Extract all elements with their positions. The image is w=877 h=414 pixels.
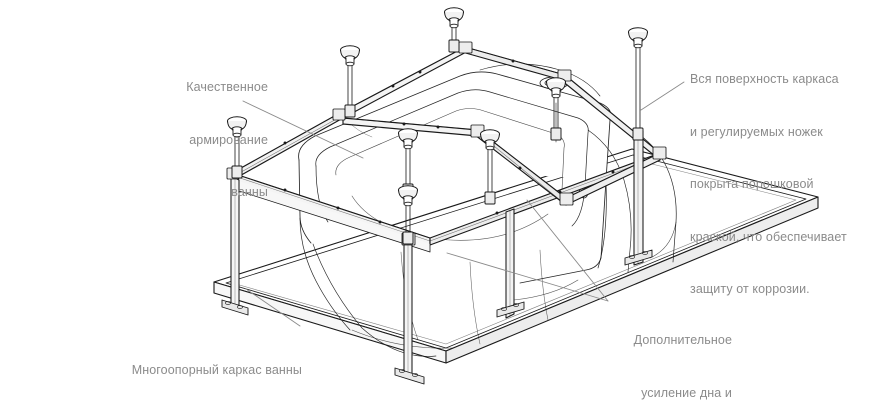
extra-support-callout: Дополнительное усиление дна и бортика ва…	[612, 297, 732, 414]
callout-line: армирование	[189, 132, 268, 147]
frame-kit-callout: Многоопорный каркас ванны поставляется в…	[22, 327, 302, 414]
callout-line: Вся поверхность каркаса	[690, 72, 839, 86]
adjustable-leg	[480, 129, 500, 205]
callout-line: ванны	[231, 185, 268, 199]
adjustable-leg	[398, 185, 418, 245]
foot-brackets	[221, 249, 653, 385]
adjustable-legs	[227, 7, 648, 245]
adjustable-leg	[546, 77, 566, 141]
callout-line: защиту от коррозии.	[690, 282, 810, 296]
adjustable-leg	[444, 7, 464, 53]
leader-lines	[242, 81, 685, 327]
frame-vertical-posts	[230, 102, 644, 378]
callout-line: Многоопорный каркас ванны	[131, 363, 302, 377]
adjustable-leg	[227, 116, 247, 179]
frame-lower-rails	[231, 152, 661, 246]
drawing-strokes	[213, 7, 819, 385]
reinforcement-callout: Качественное армирование ванны	[148, 44, 268, 237]
callout-line: Дополнительное	[633, 333, 732, 347]
callout-line: Качественное	[186, 80, 268, 94]
callout-line: и регулируемых ножек	[690, 124, 823, 139]
adjustable-leg	[340, 45, 360, 118]
callout-line: покрыта порошковой	[690, 177, 814, 191]
powder-coating-callout: Вся поверхность каркаса и регулируемых н…	[690, 36, 877, 334]
adjustable-leg	[628, 27, 648, 141]
callout-line: краской, что обеспечивает	[690, 229, 847, 244]
base-platform	[213, 148, 819, 364]
callout-line: усиление дна и	[641, 385, 732, 400]
